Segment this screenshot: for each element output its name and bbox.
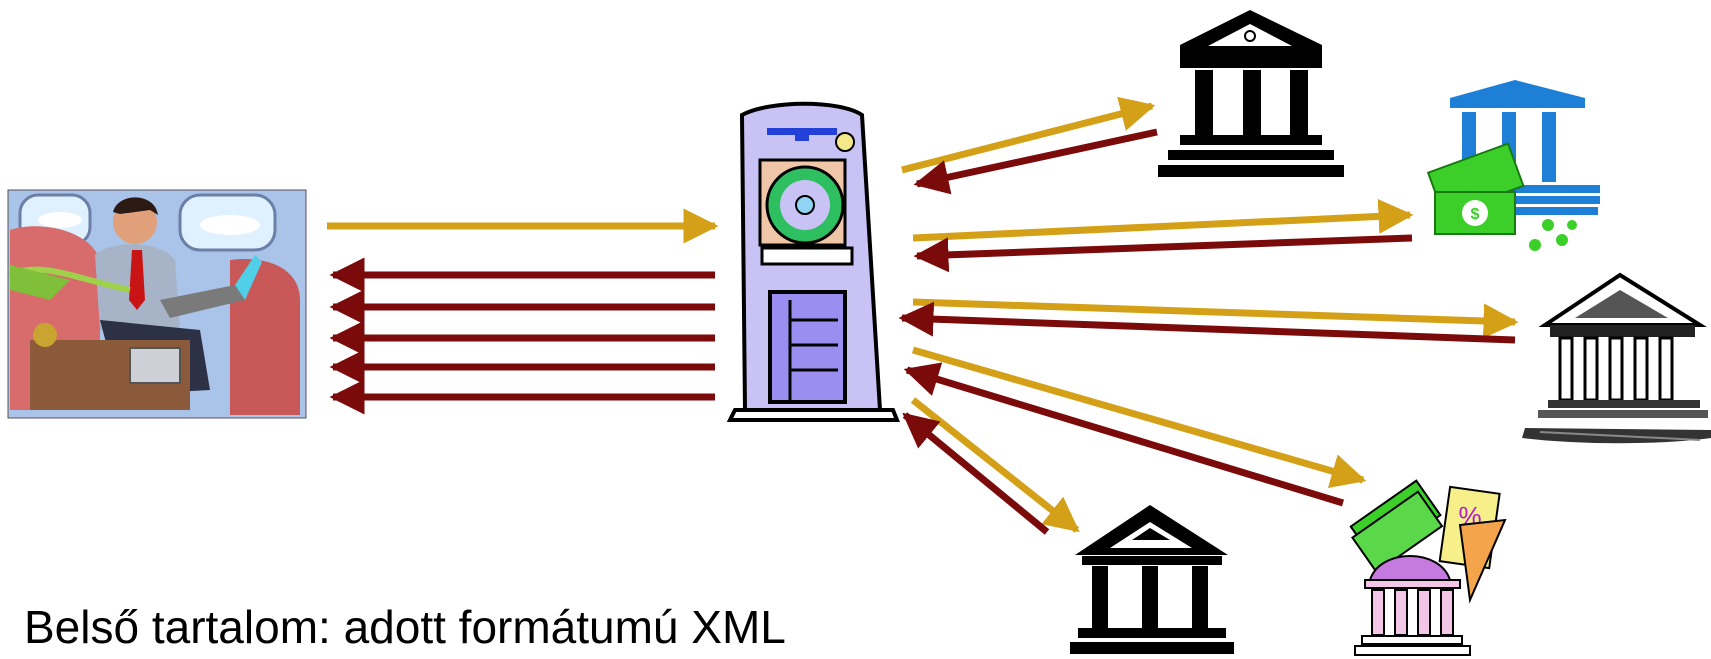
response-arrow bbox=[903, 362, 1345, 507]
client-server-arrows bbox=[327, 208, 719, 415]
response-arrow bbox=[913, 128, 1158, 195]
businessman-on-plane-with-laptop-icon bbox=[7, 189, 307, 419]
request-arrow bbox=[912, 346, 1367, 489]
sketched-bank-building-icon bbox=[1522, 272, 1711, 444]
request-arrow bbox=[901, 96, 1156, 174]
svg-text:$: $ bbox=[1471, 206, 1480, 223]
response-arrow bbox=[898, 301, 1516, 344]
bank-building-icon bbox=[1070, 505, 1234, 654]
bank-building-icon bbox=[1158, 10, 1344, 177]
bank-with-money-and-chart-icon: % bbox=[1349, 479, 1507, 656]
server-bank-arrows bbox=[898, 96, 1519, 535]
caption-text: Belső tartalom: adott formátumú XML bbox=[24, 601, 786, 653]
request-arrow bbox=[912, 298, 1519, 339]
response-arrow bbox=[902, 412, 1050, 535]
server-tower-icon bbox=[726, 101, 900, 422]
request-arrow bbox=[910, 397, 1080, 533]
response-arrow bbox=[913, 234, 1413, 273]
bank-with-money-icon: $ bbox=[1426, 80, 1600, 251]
request-arrow bbox=[912, 198, 1414, 242]
